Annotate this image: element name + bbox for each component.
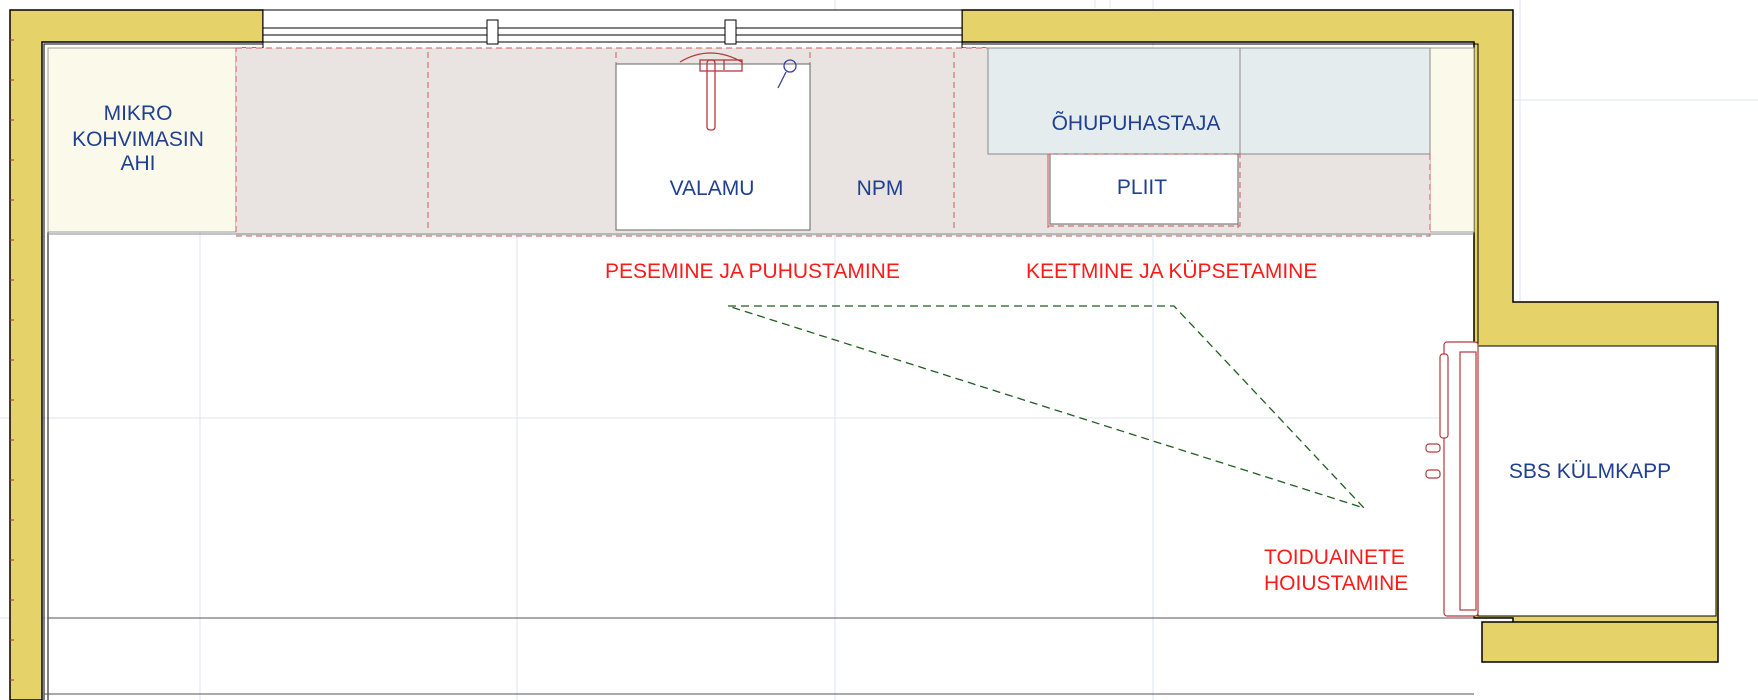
zone-hoiustamine-1: TOIDUAINETE: [1264, 546, 1405, 569]
label-npm: NPM: [857, 177, 904, 200]
wall-hatch: [10, 39, 14, 681]
label-kohvimasin: KOHVIMASIN: [72, 128, 204, 151]
tall-unit-right: [1429, 47, 1475, 233]
label-kulmkapp: SBS KÜLMKAPP: [1509, 460, 1671, 483]
hood: [987, 47, 1431, 155]
faucet-icon: [679, 52, 743, 131]
label-mikro: MIKRO: [104, 102, 173, 125]
label-ohupuhastaja: ÕHUPUHASTAJA: [1052, 111, 1221, 135]
soap-dispenser-icon: [777, 59, 797, 89]
sink: [615, 63, 811, 231]
work-triangle: [727, 305, 1367, 510]
window: [262, 9, 963, 51]
label-ahi: AHI: [120, 152, 155, 175]
zone-keetmine: KEETMINE JA KÜPSETAMINE: [1026, 260, 1317, 283]
cooktop: [1049, 153, 1239, 225]
cooktop-outline: [1047, 153, 1241, 227]
fridge-door-icon: [1425, 341, 1479, 617]
zone-pesemine: PESEMINE JA PUHUSTAMINE: [605, 260, 900, 283]
label-valamu: VALAMU: [670, 177, 755, 200]
tall-unit: [47, 47, 237, 233]
zone-hoiustamine-2: HOIUSTAMINE: [1264, 572, 1408, 595]
label-pliit: PLIIT: [1117, 176, 1167, 199]
